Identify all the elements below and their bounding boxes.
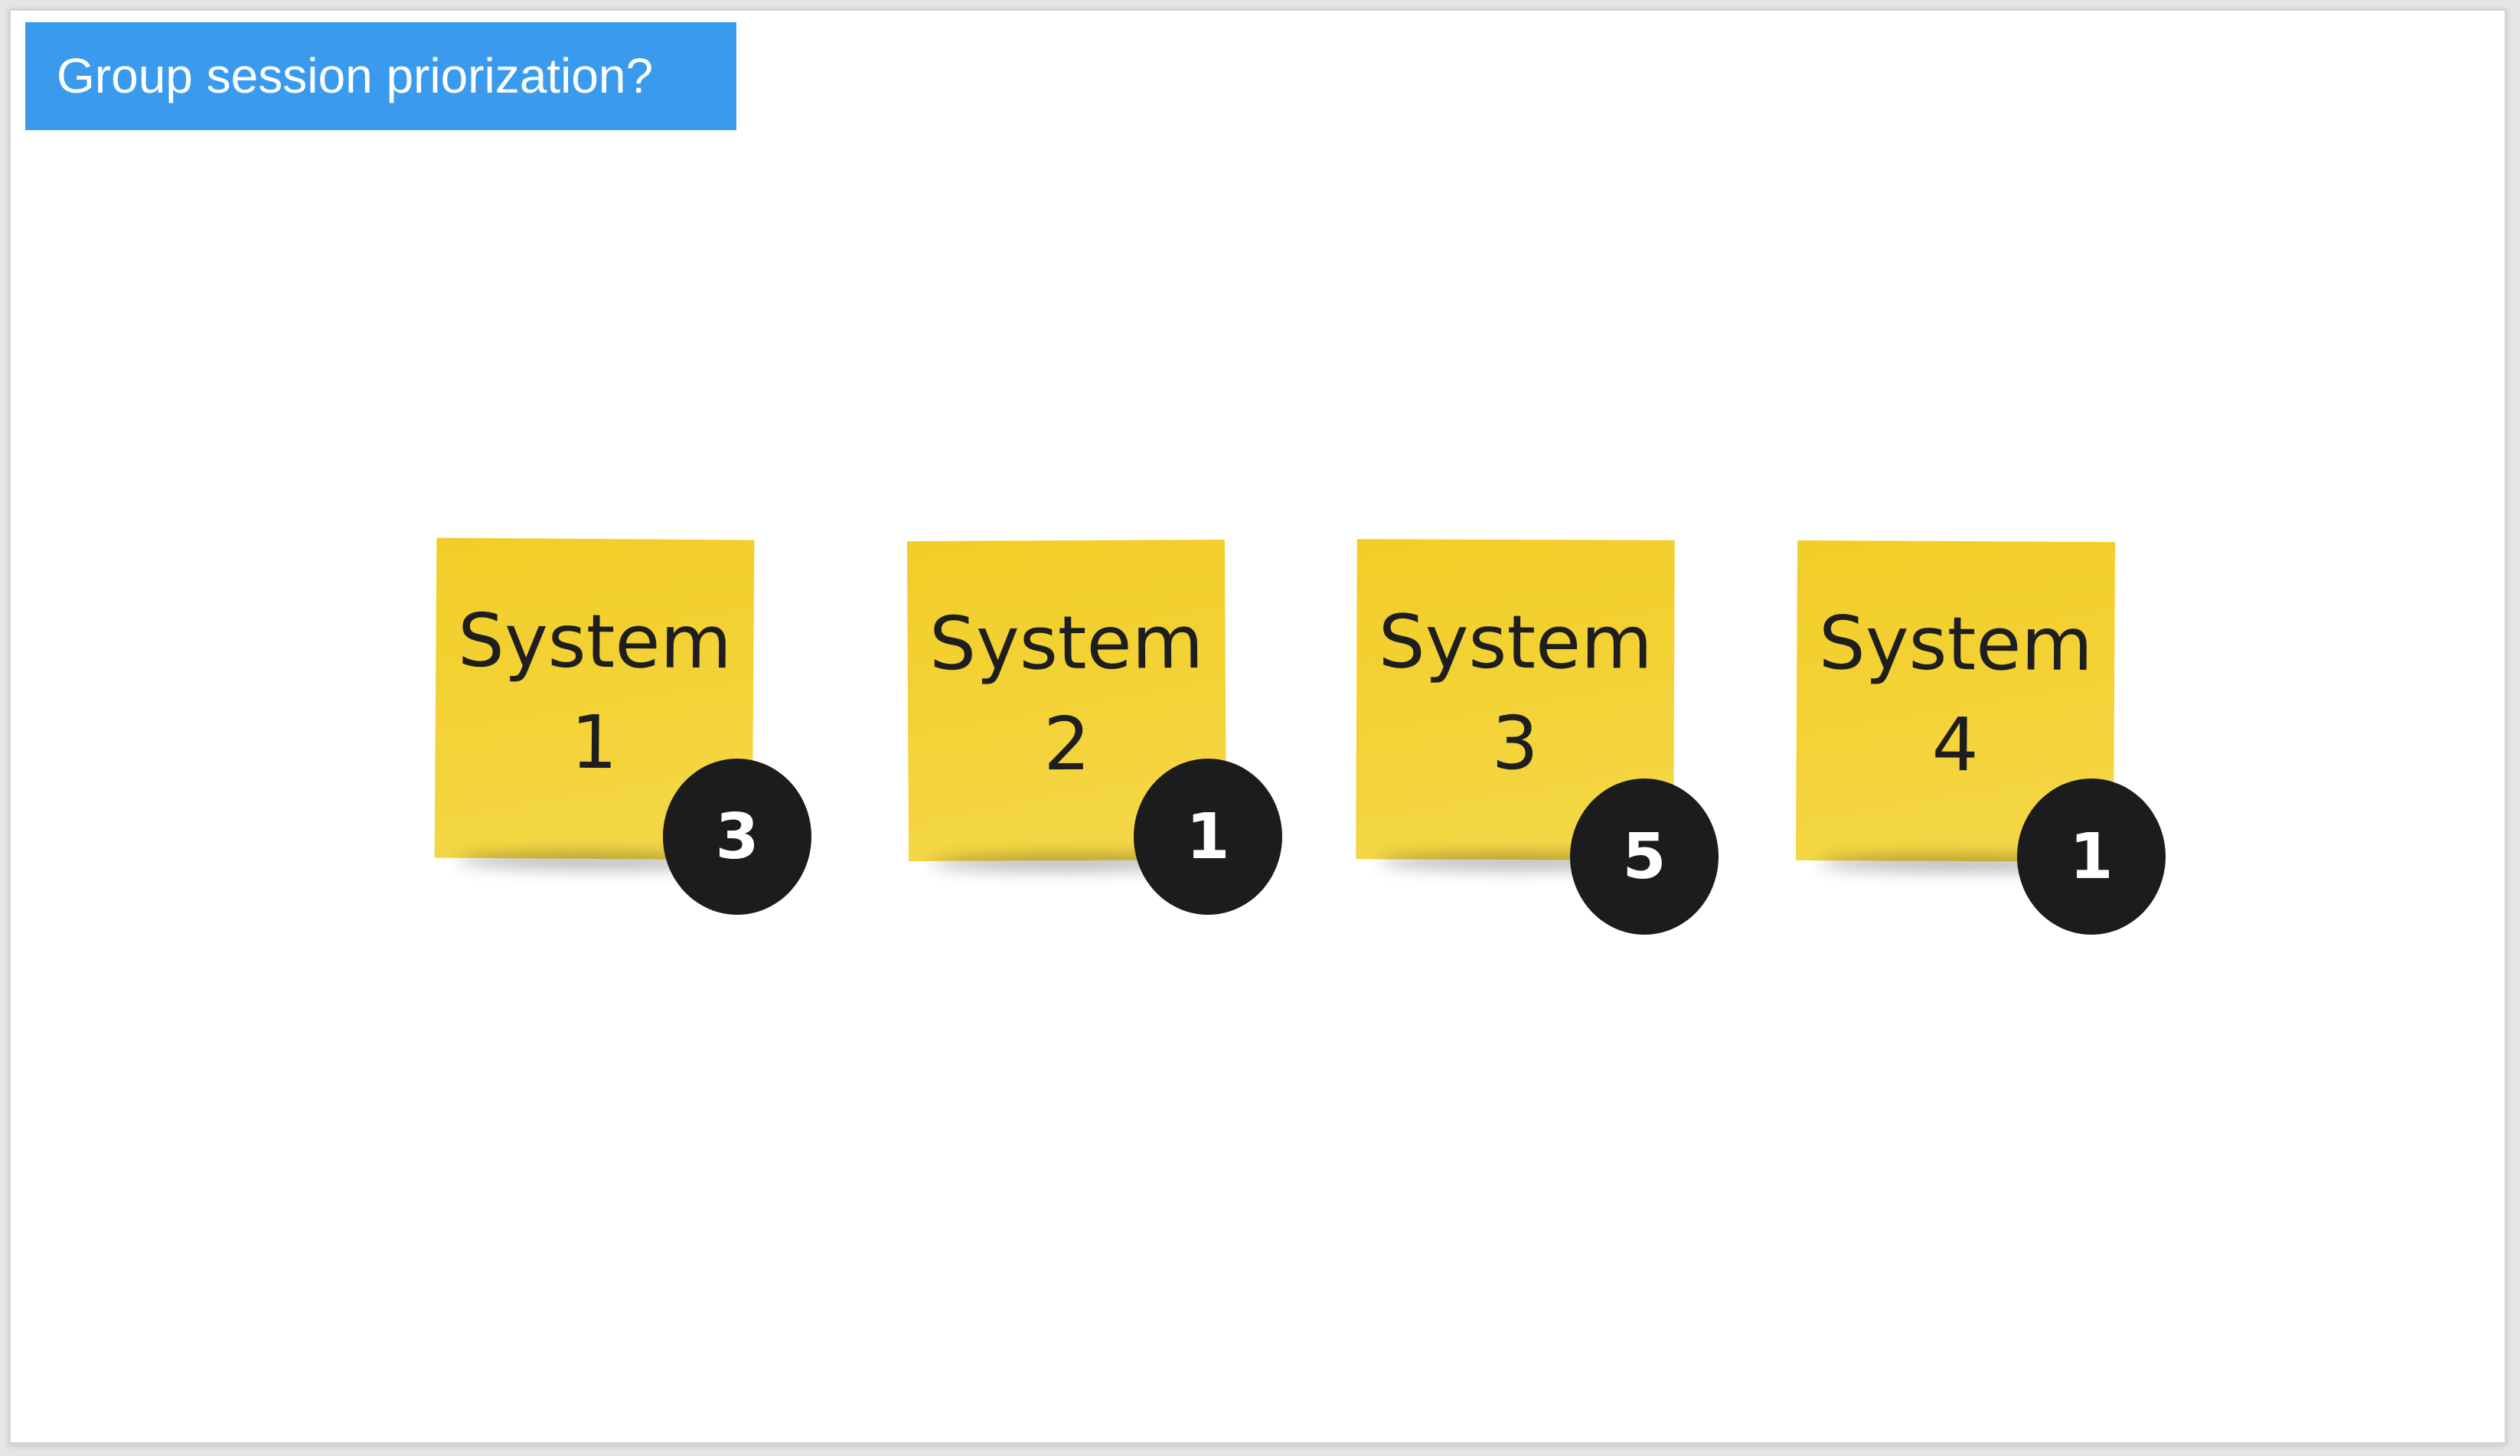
sticky-note-line2: 1 (570, 699, 619, 786)
sticky-note-line1: System (929, 599, 1204, 687)
whiteboard-canvas[interactable]: Group session priorization? System 1 3 S… (8, 8, 2507, 1445)
vote-count-badge: 3 (663, 759, 811, 915)
sticky-note-line1: System (1818, 600, 2094, 687)
sticky-note-line2: 3 (1491, 700, 1539, 787)
sticky-note-line2: 2 (1043, 700, 1091, 788)
sticky-note-board: System 1 3 System 2 1 System 3 5 System … (11, 11, 2505, 1442)
title-label[interactable]: Group session priorization? (25, 22, 736, 130)
vote-count-badge: 5 (1570, 779, 1719, 935)
vote-count-badge: 1 (2017, 779, 2166, 935)
vote-count-badge: 1 (1134, 759, 1282, 915)
sticky-note-line2: 4 (1931, 701, 1980, 788)
sticky-note-line1: System (1378, 599, 1653, 686)
sticky-note-line1: System (457, 597, 733, 686)
